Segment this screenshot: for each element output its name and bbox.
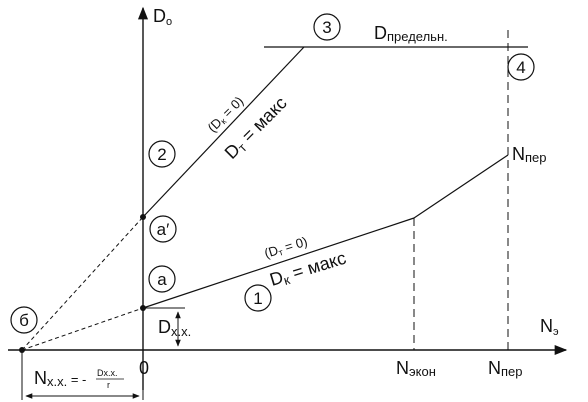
nxx-label: Nх.х. = - — [34, 368, 86, 389]
svg-text:a: a — [157, 270, 167, 289]
svg-text:б: б — [19, 311, 29, 330]
svg-text:a′: a′ — [157, 220, 170, 239]
line-1-segment-a — [142, 217, 415, 309]
svg-text:4: 4 — [516, 58, 525, 77]
circle-label-1: 1 — [244, 284, 272, 312]
y-axis-label: Do — [153, 6, 172, 28]
svg-text:3: 3 — [322, 18, 331, 37]
circle-label-4: 4 — [507, 53, 535, 81]
x-axis-label: Nэ — [540, 316, 559, 338]
line-1-segment-b — [413, 154, 509, 219]
point-a-prime — [140, 214, 146, 220]
svg-text:1: 1 — [253, 289, 262, 308]
circle-label-a-prime: a′ — [149, 215, 177, 243]
nxx-fraction-denominator: r — [107, 380, 110, 390]
d-limit-label: Dпредельн. — [374, 23, 448, 44]
dashed-extension-2 — [21, 216, 144, 351]
circle-label-a: a — [148, 265, 176, 293]
origin-label: 0 — [139, 358, 149, 378]
svg-text:2: 2 — [157, 145, 166, 164]
line-2 — [142, 46, 305, 218]
dashed-extension-1 — [21, 307, 144, 351]
circle-label-b: б — [10, 306, 38, 334]
point-b — [19, 347, 25, 353]
n-per-upper-label: Nпер — [512, 144, 547, 165]
dxx-label: Dх.х. — [158, 317, 191, 339]
x-tick-n-per: Nпер — [488, 358, 523, 379]
x-tick-n-econ: Nэкон — [396, 358, 436, 379]
circle-label-2: 2 — [148, 140, 176, 168]
nxx-fraction-numerator: Dх.х. — [97, 368, 118, 378]
line-1-note: (Dт = 0) — [262, 234, 309, 262]
circle-label-3: 3 — [313, 13, 341, 41]
